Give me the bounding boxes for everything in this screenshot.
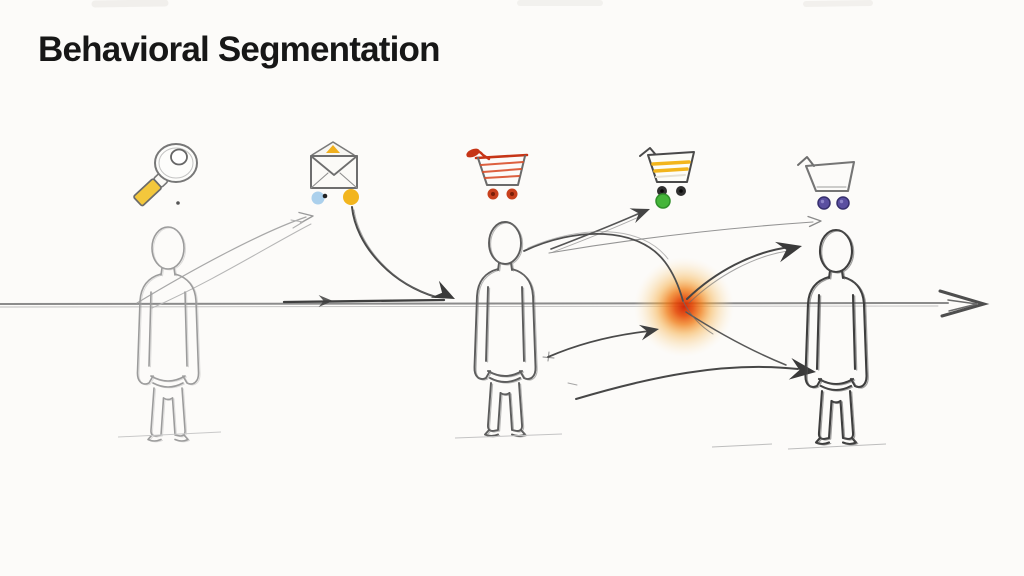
journey-timeline: [0, 289, 990, 318]
green-dot: [655, 193, 671, 209]
page-title: Behavioral Segmentation: [38, 30, 441, 69]
blue-dot: [311, 191, 325, 205]
arrow-person2-to-emptycart: [548, 215, 822, 254]
person-sketch-3: [711, 228, 887, 450]
shopping-cart-checkout-icon: [639, 147, 695, 209]
engagement-dots: [311, 189, 359, 205]
magnifier-search-icon: [133, 143, 198, 207]
shopping-cart-empty-icon: [797, 156, 856, 210]
arrow-lower-to-hotspot: [542, 321, 661, 362]
timeline-arrowhead: [938, 289, 990, 318]
envelope-email-icon: [310, 141, 358, 189]
shopping-cart-full-icon: [466, 148, 529, 200]
arrow-hotspot-to-person3: [686, 235, 805, 304]
yellow-dot: [343, 189, 359, 205]
arrow-lower-to-person3: [567, 300, 818, 400]
timeline-segment-arrow: [282, 295, 446, 307]
paper-texture: [91, 0, 873, 8]
arrow-yellowdot-to-timeline: [351, 206, 460, 308]
person-sketch-1: [117, 226, 222, 443]
person-sketch-2: [454, 221, 563, 439]
conversion-hotspot: [634, 257, 734, 357]
arc-person2-to-hotspot: [523, 231, 684, 302]
connector-arrows: [136, 201, 822, 400]
arrow-person1-to-envelope: [136, 211, 314, 309]
